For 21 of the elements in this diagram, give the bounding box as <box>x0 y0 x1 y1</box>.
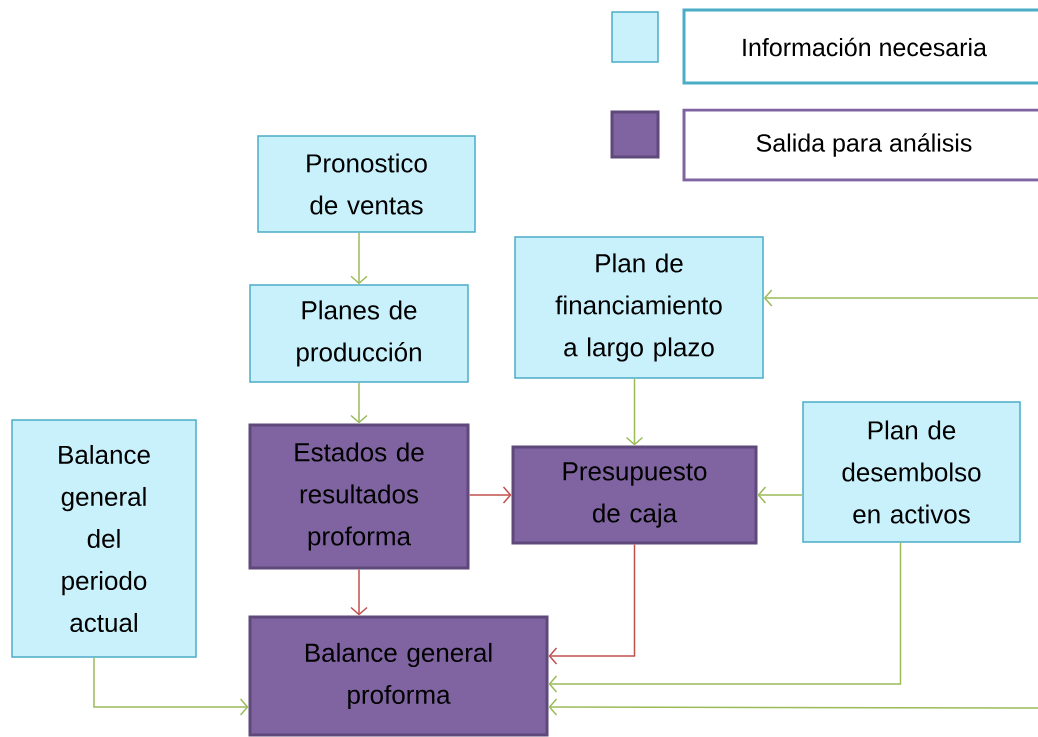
arrow <box>763 289 1038 307</box>
input-box: Planes de producción <box>249 284 469 383</box>
output-box: Estados de resultados proforma <box>248 423 470 570</box>
legend-label: Salida para análisis <box>756 133 972 157</box>
output-box: Presupuesto de caja <box>511 445 758 545</box>
arrow <box>757 486 803 504</box>
input-box: Pronostico de ventas <box>257 135 476 233</box>
arrow <box>468 486 512 504</box>
arrow <box>93 657 249 716</box>
input-box: Plan de desembolso en activos <box>802 401 1021 543</box>
input-box: Balance general del periodo actual <box>11 419 197 658</box>
arrow <box>350 232 368 285</box>
arrow <box>548 543 636 665</box>
arrow <box>625 378 644 446</box>
arrow <box>548 542 902 693</box>
input-box: Plan de financiamiento a largo plazo <box>514 236 764 379</box>
arrow <box>350 568 368 616</box>
arrow <box>350 382 368 424</box>
arrow <box>548 698 1038 716</box>
output-box: Balance general proforma <box>248 615 549 737</box>
legend-label: Información necesaria <box>743 37 987 57</box>
